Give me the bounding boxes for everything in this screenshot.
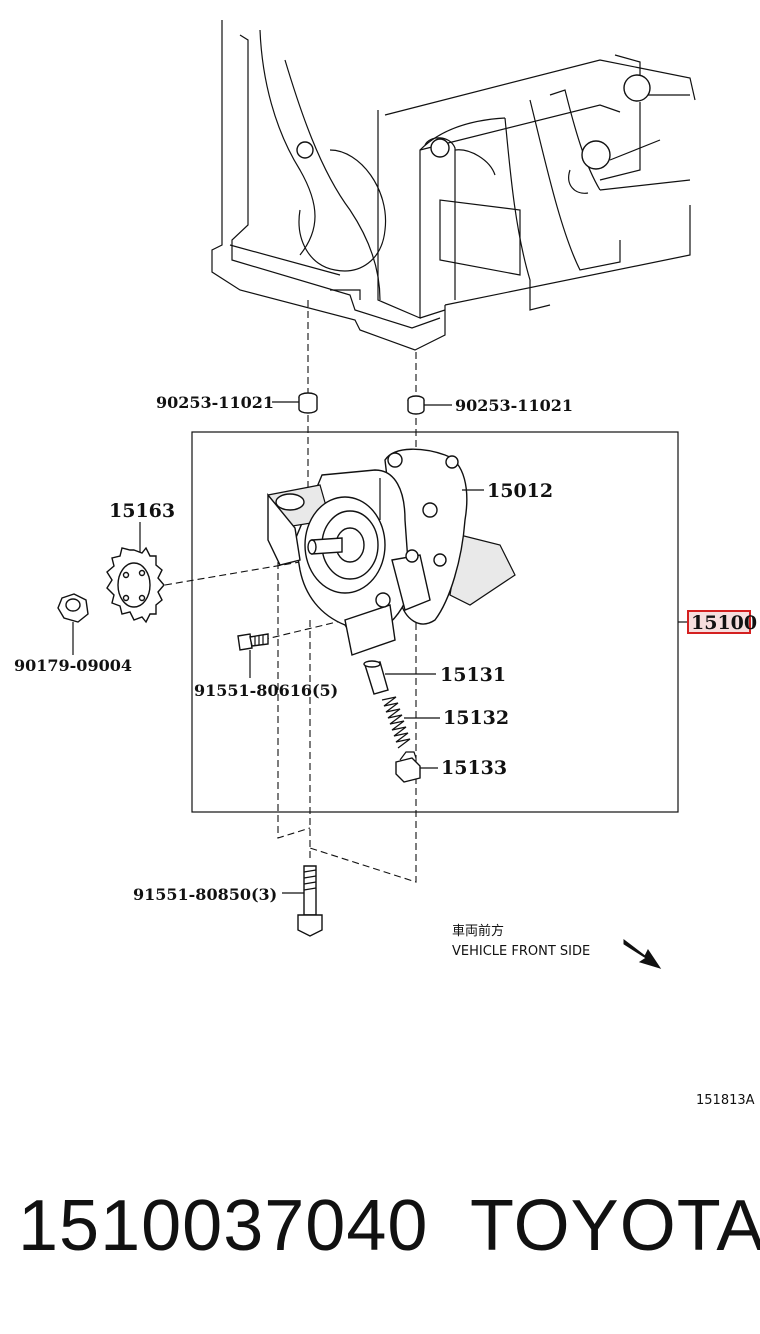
footer: 1510037040 TOYOTA — [0, 1185, 760, 1295]
label-pump-cover[interactable]: 15012 — [487, 480, 553, 502]
label-valve[interactable]: 15131 — [440, 664, 506, 686]
label-spring[interactable]: 15132 — [443, 707, 509, 729]
direction-japanese: 車両前方 — [452, 923, 504, 939]
label-plug[interactable]: 15133 — [441, 757, 507, 779]
label-washer-right[interactable]: 90253-11021 — [455, 396, 573, 415]
label-nut[interactable]: 90179-09004 — [14, 656, 132, 675]
label-assembly[interactable]: 15100 — [691, 612, 757, 634]
label-bolt-long[interactable]: 91551-80850(3) — [133, 885, 277, 904]
small-bolt-illustration — [237, 633, 269, 651]
label-sprocket[interactable]: 15163 — [109, 500, 175, 522]
nut-illustration — [57, 593, 89, 623]
washer-right — [407, 395, 425, 415]
sprocket-illustration — [106, 546, 165, 624]
long-bolt-illustration — [297, 865, 323, 937]
plug-illustration — [395, 751, 421, 783]
washer-left — [298, 392, 318, 414]
part-number: 1510037040 — [18, 1186, 429, 1266]
oil-pump-illustration — [267, 448, 516, 656]
assembly-highlight-box — [687, 610, 751, 634]
brand-name: TOYOTA — [470, 1186, 760, 1266]
label-bolt-small[interactable]: 91551-80616(5) — [194, 681, 338, 700]
leader-lines — [72, 401, 688, 894]
spring-illustration — [381, 696, 411, 749]
diagram-code: 151813A — [696, 1093, 755, 1108]
engine-block — [211, 20, 696, 351]
direction-arrow-icon — [623, 938, 662, 969]
relief-valve-illustration — [363, 660, 389, 695]
label-washer-left[interactable]: 90253-11021 — [156, 393, 274, 412]
direction-english: VEHICLE FRONT SIDE — [452, 944, 590, 959]
parts-diagram: 90253-11021 90253-11021 15163 15012 9017… — [14, 20, 757, 1108]
